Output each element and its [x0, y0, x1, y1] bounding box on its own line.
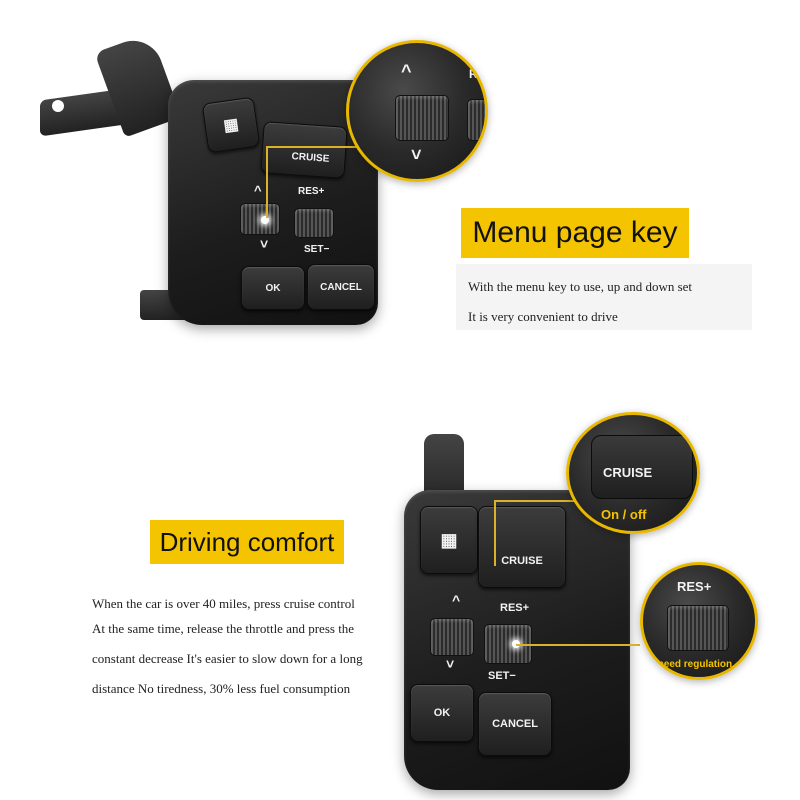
top-menu-roller[interactable]: [240, 203, 280, 235]
top-cruise-key[interactable]: CRUISE: [260, 121, 348, 179]
bottom-cruise-label: CRUISE: [501, 555, 543, 567]
bottom-description-line-4: distance No tiredness, 30% less fuel con…: [92, 681, 351, 696]
bottom-cruise-zoom-key: [591, 435, 693, 499]
top-up-arrow: ^: [254, 183, 262, 198]
top-ok-label: OK: [265, 282, 281, 294]
bottom-cruise-zoom-label: CRUISE: [603, 465, 653, 480]
top-description-line-1: With the menu key to use, up and down se…: [468, 279, 693, 294]
bottom-ok-button[interactable]: OK: [410, 684, 474, 742]
top-zoom-circle: ^ R ˅: [346, 40, 488, 182]
bottom-res-zoom-circle: RES+ Speed regulation: [640, 562, 758, 680]
bottom-res-label: RES+: [500, 602, 530, 614]
bottom-heading: Driving comfort: [159, 526, 335, 557]
bottom-cruise-caption: On / off: [601, 507, 647, 522]
top-ok-button[interactable]: OK: [241, 266, 305, 310]
top-heading-banner: Menu page key: [461, 208, 689, 258]
top-zoom-roller: [395, 95, 449, 141]
top-description-box: [456, 264, 752, 330]
top-menu-key[interactable]: ▦: [201, 96, 261, 154]
bottom-res-zoom-roller: [667, 605, 729, 651]
top-cruise-label: CRUISE: [291, 150, 330, 165]
bottom-cruise-zoom-circle: CRUISE On / off: [566, 412, 700, 534]
top-description-line-2: It is very convenient to drive: [468, 309, 618, 324]
bottom-ok-label: OK: [433, 707, 451, 719]
top-set-label: SET−: [304, 244, 330, 255]
menu-page-icon: ▦: [222, 116, 240, 135]
top-cancel-button[interactable]: CANCEL: [307, 264, 375, 310]
top-roller-indicator-light: [261, 216, 269, 224]
bottom-cruise-callout-horizontal: [494, 500, 578, 502]
bottom-set-label: SET−: [488, 670, 516, 682]
bottom-cancel-label: CANCEL: [492, 718, 538, 730]
top-cancel-label: CANCEL: [320, 281, 362, 293]
top-zoom-edge-letter: R: [469, 67, 478, 81]
bottom-res-callout-line: [516, 644, 640, 646]
top-mount-hole: [52, 100, 64, 112]
bottom-up-arrow: ^: [452, 592, 461, 608]
bottom-cancel-button[interactable]: CANCEL: [478, 692, 552, 756]
top-callout-line-horizontal: [266, 146, 366, 148]
bottom-res-caption: Speed regulation: [651, 659, 733, 670]
bottom-res-zoom-label: RES+: [677, 579, 712, 594]
top-zoom-down-arrow: ˅: [411, 145, 422, 165]
bottom-menu-roller[interactable]: [430, 618, 474, 656]
bottom-description-line-2: At the same time, release the throttle a…: [92, 621, 355, 636]
bottom-cruise-callout-vertical: [494, 500, 496, 566]
bottom-menu-page-icon: ▦: [440, 529, 458, 550]
bottom-cruise-key[interactable]: CRUISE: [478, 506, 566, 588]
top-res-label: RES+: [298, 186, 325, 197]
top-heading: Menu page key: [472, 216, 678, 249]
bottom-description-line-1: When the car is over 40 miles, press cru…: [92, 596, 355, 611]
top-zoom-up-arrow: ^: [401, 61, 412, 81]
bottom-down-arrow: ˅: [446, 656, 455, 672]
top-cruise-roller[interactable]: [294, 208, 334, 238]
top-zoom-roller-partial: [467, 99, 485, 141]
bottom-menu-key[interactable]: ▦: [420, 506, 478, 574]
bottom-heading-banner: Driving comfort: [150, 520, 344, 564]
top-down-arrow: ˅: [260, 236, 269, 252]
top-callout-line-vertical: [266, 146, 268, 218]
bottom-description-line-3: constant decrease It's easier to slow do…: [92, 651, 363, 666]
